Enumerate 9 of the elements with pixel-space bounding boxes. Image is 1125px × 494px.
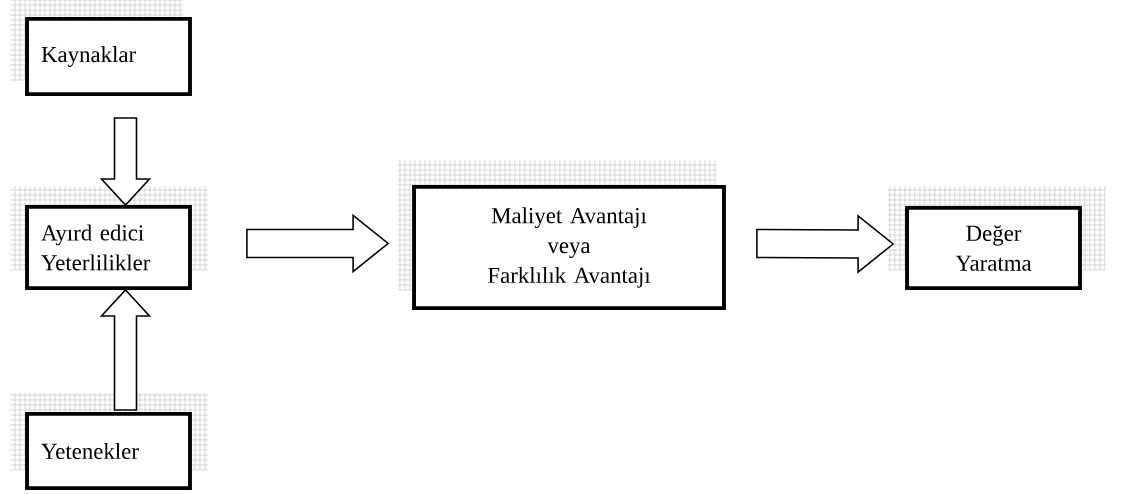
process-box: Maliyet Avantajı veya Farklılık Avantajı xyxy=(412,185,726,310)
process-box: Ayırd edici Yeterlilikler xyxy=(25,205,192,290)
block-arrow xyxy=(756,214,895,274)
process-box: Yetenekler xyxy=(25,412,192,490)
process-box: Kaynaklar xyxy=(25,17,192,96)
block-arrow xyxy=(99,117,152,207)
process-box: Değer Yaratma xyxy=(905,206,1082,290)
block-arrow xyxy=(99,288,152,411)
block-arrow xyxy=(246,213,390,274)
